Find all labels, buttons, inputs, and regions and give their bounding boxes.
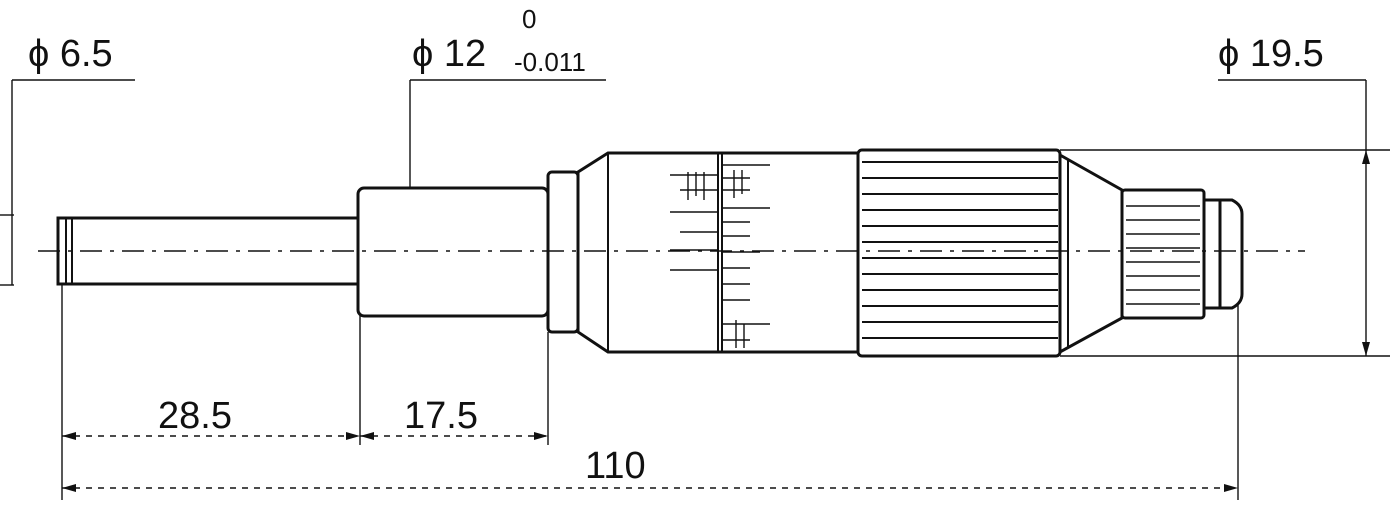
spindle-diameter-label: ϕ 6.5 (28, 33, 113, 75)
micrometer-head-body (56, 148, 1244, 358)
ratchet (1120, 188, 1206, 320)
thimble (856, 148, 1062, 358)
thimble-diameter-dimension (1060, 79, 1390, 357)
spindle-length-label: 28.5 (158, 395, 232, 437)
length-dimensions (61, 285, 1239, 500)
thimble-cone (1058, 152, 1124, 355)
ratchet-neck (1202, 198, 1222, 310)
thimble-knurl (862, 161, 1058, 339)
sleeve-tolerance-upper: 0 (522, 4, 536, 34)
graduation-scale (670, 153, 770, 352)
sleeve-length-label: 17.5 (404, 395, 478, 437)
end-cap (1218, 198, 1244, 310)
overall-length-label: 110 (585, 445, 646, 487)
sleeve (356, 186, 550, 318)
thimble-diameter-label: ϕ 19.5 (1218, 33, 1324, 75)
sleeve-tolerance-lower: -0.011 (514, 47, 586, 77)
spindle-diameter-dimension (0, 79, 135, 286)
sleeve-collar (546, 170, 580, 334)
ratchet-knurl (1126, 205, 1200, 305)
sleeve-diameter-label: ϕ 12 (412, 33, 486, 75)
